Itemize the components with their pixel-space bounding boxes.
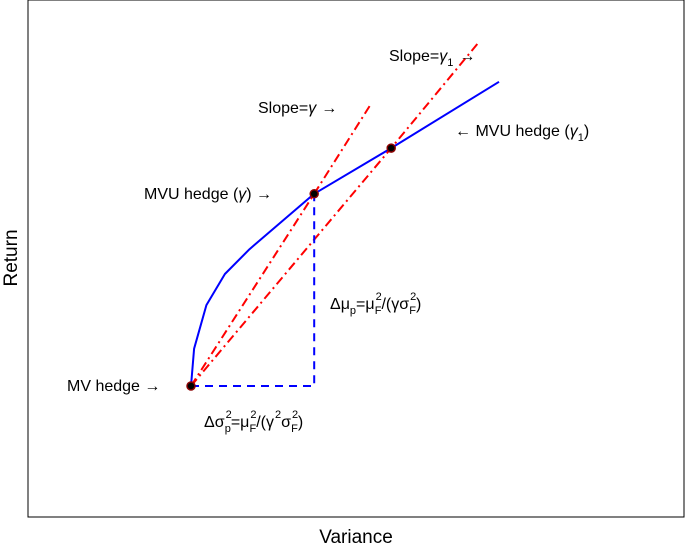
delta-sigma-lhs: Δσ: [204, 414, 225, 431]
y-axis-label: Return: [1, 229, 22, 286]
mvu-g1-close: ): [584, 123, 589, 140]
delta-sigma-sigma-sup-2: 2: [292, 409, 298, 421]
mvu-gamma-symbol: γ: [238, 186, 247, 203]
delta-sigma-sigma-sub-f: F: [291, 423, 298, 435]
mvu-hedge-gamma-label: MVU hedge (γ) →: [144, 186, 272, 203]
slope-g1-prefix: Slope=: [389, 48, 439, 65]
delta-mu-close: ): [416, 296, 421, 313]
marker-layer: [186, 143, 396, 391]
slope-g1-symbol: γ: [439, 48, 448, 65]
delta-mu-denom: /(γσ: [381, 296, 409, 313]
slope-gamma-prefix: Slope=: [258, 100, 308, 117]
delta-mu-sub-f: F: [375, 305, 382, 317]
delta-sigma-eq: =μ: [231, 414, 250, 431]
mvu-g1-prefix: ← MVU hedge (: [455, 123, 570, 140]
delta-mu-den-sub-f: F: [409, 305, 416, 317]
slope-gamma-symbol: γ: [308, 100, 317, 117]
x-axis-label: Variance: [319, 527, 393, 548]
delta-mu-sub-p: p: [350, 305, 356, 317]
mvu-hedge-gamma-point: [309, 189, 319, 199]
delta-mu-den-sup-2: 2: [410, 291, 416, 303]
delta-sigma-sigma: σ: [281, 414, 291, 431]
slope-gamma-arrow: →: [321, 100, 337, 117]
plot-frame: [27, 0, 685, 518]
delta-sigma-denom: /(γ: [256, 414, 274, 431]
tangent-gamma1-line: [190, 43, 479, 387]
mvu-g1-subscript: 1: [578, 132, 584, 144]
frontier-curve: [190, 80, 500, 387]
mvu-hedge-gamma1-point: [386, 143, 396, 153]
mvu-gamma-prefix: MVU hedge (: [144, 186, 239, 203]
delta-sigma-gamma-sup-2: 2: [275, 409, 281, 421]
delta-sigma-sup-2: 2: [226, 409, 232, 421]
mvu-gamma-suffix: ) →: [246, 186, 272, 203]
slope-gamma-label: Slope=γ→: [258, 100, 337, 117]
tangent-gamma-line: [190, 105, 371, 387]
series-layer: [190, 43, 500, 387]
delta-mu-lhs: Δμ: [330, 296, 350, 313]
delta-sigma-mu-sup-2: 2: [250, 409, 256, 421]
slope-g1-subscript: 1: [447, 57, 453, 69]
slope-g1-arrow: →: [459, 48, 475, 65]
slope-gamma1-label: Slope=γ1 →: [389, 48, 475, 69]
mv-hedge-point: [186, 381, 196, 391]
mvu-g1-symbol: γ: [570, 123, 579, 140]
delta-sigma-close: ): [298, 414, 303, 431]
mv-hedge-label: MV hedge →: [67, 378, 160, 395]
delta-sigma-mu-sub-f: F: [250, 423, 257, 435]
mvu-hedge-gamma1-label: ← MVU hedge (γ1): [455, 123, 589, 144]
delta-sigma-sub-p: p: [225, 423, 231, 435]
delta-mu-eq: =μ: [356, 296, 375, 313]
delta-mu-sup-2: 2: [376, 291, 382, 303]
